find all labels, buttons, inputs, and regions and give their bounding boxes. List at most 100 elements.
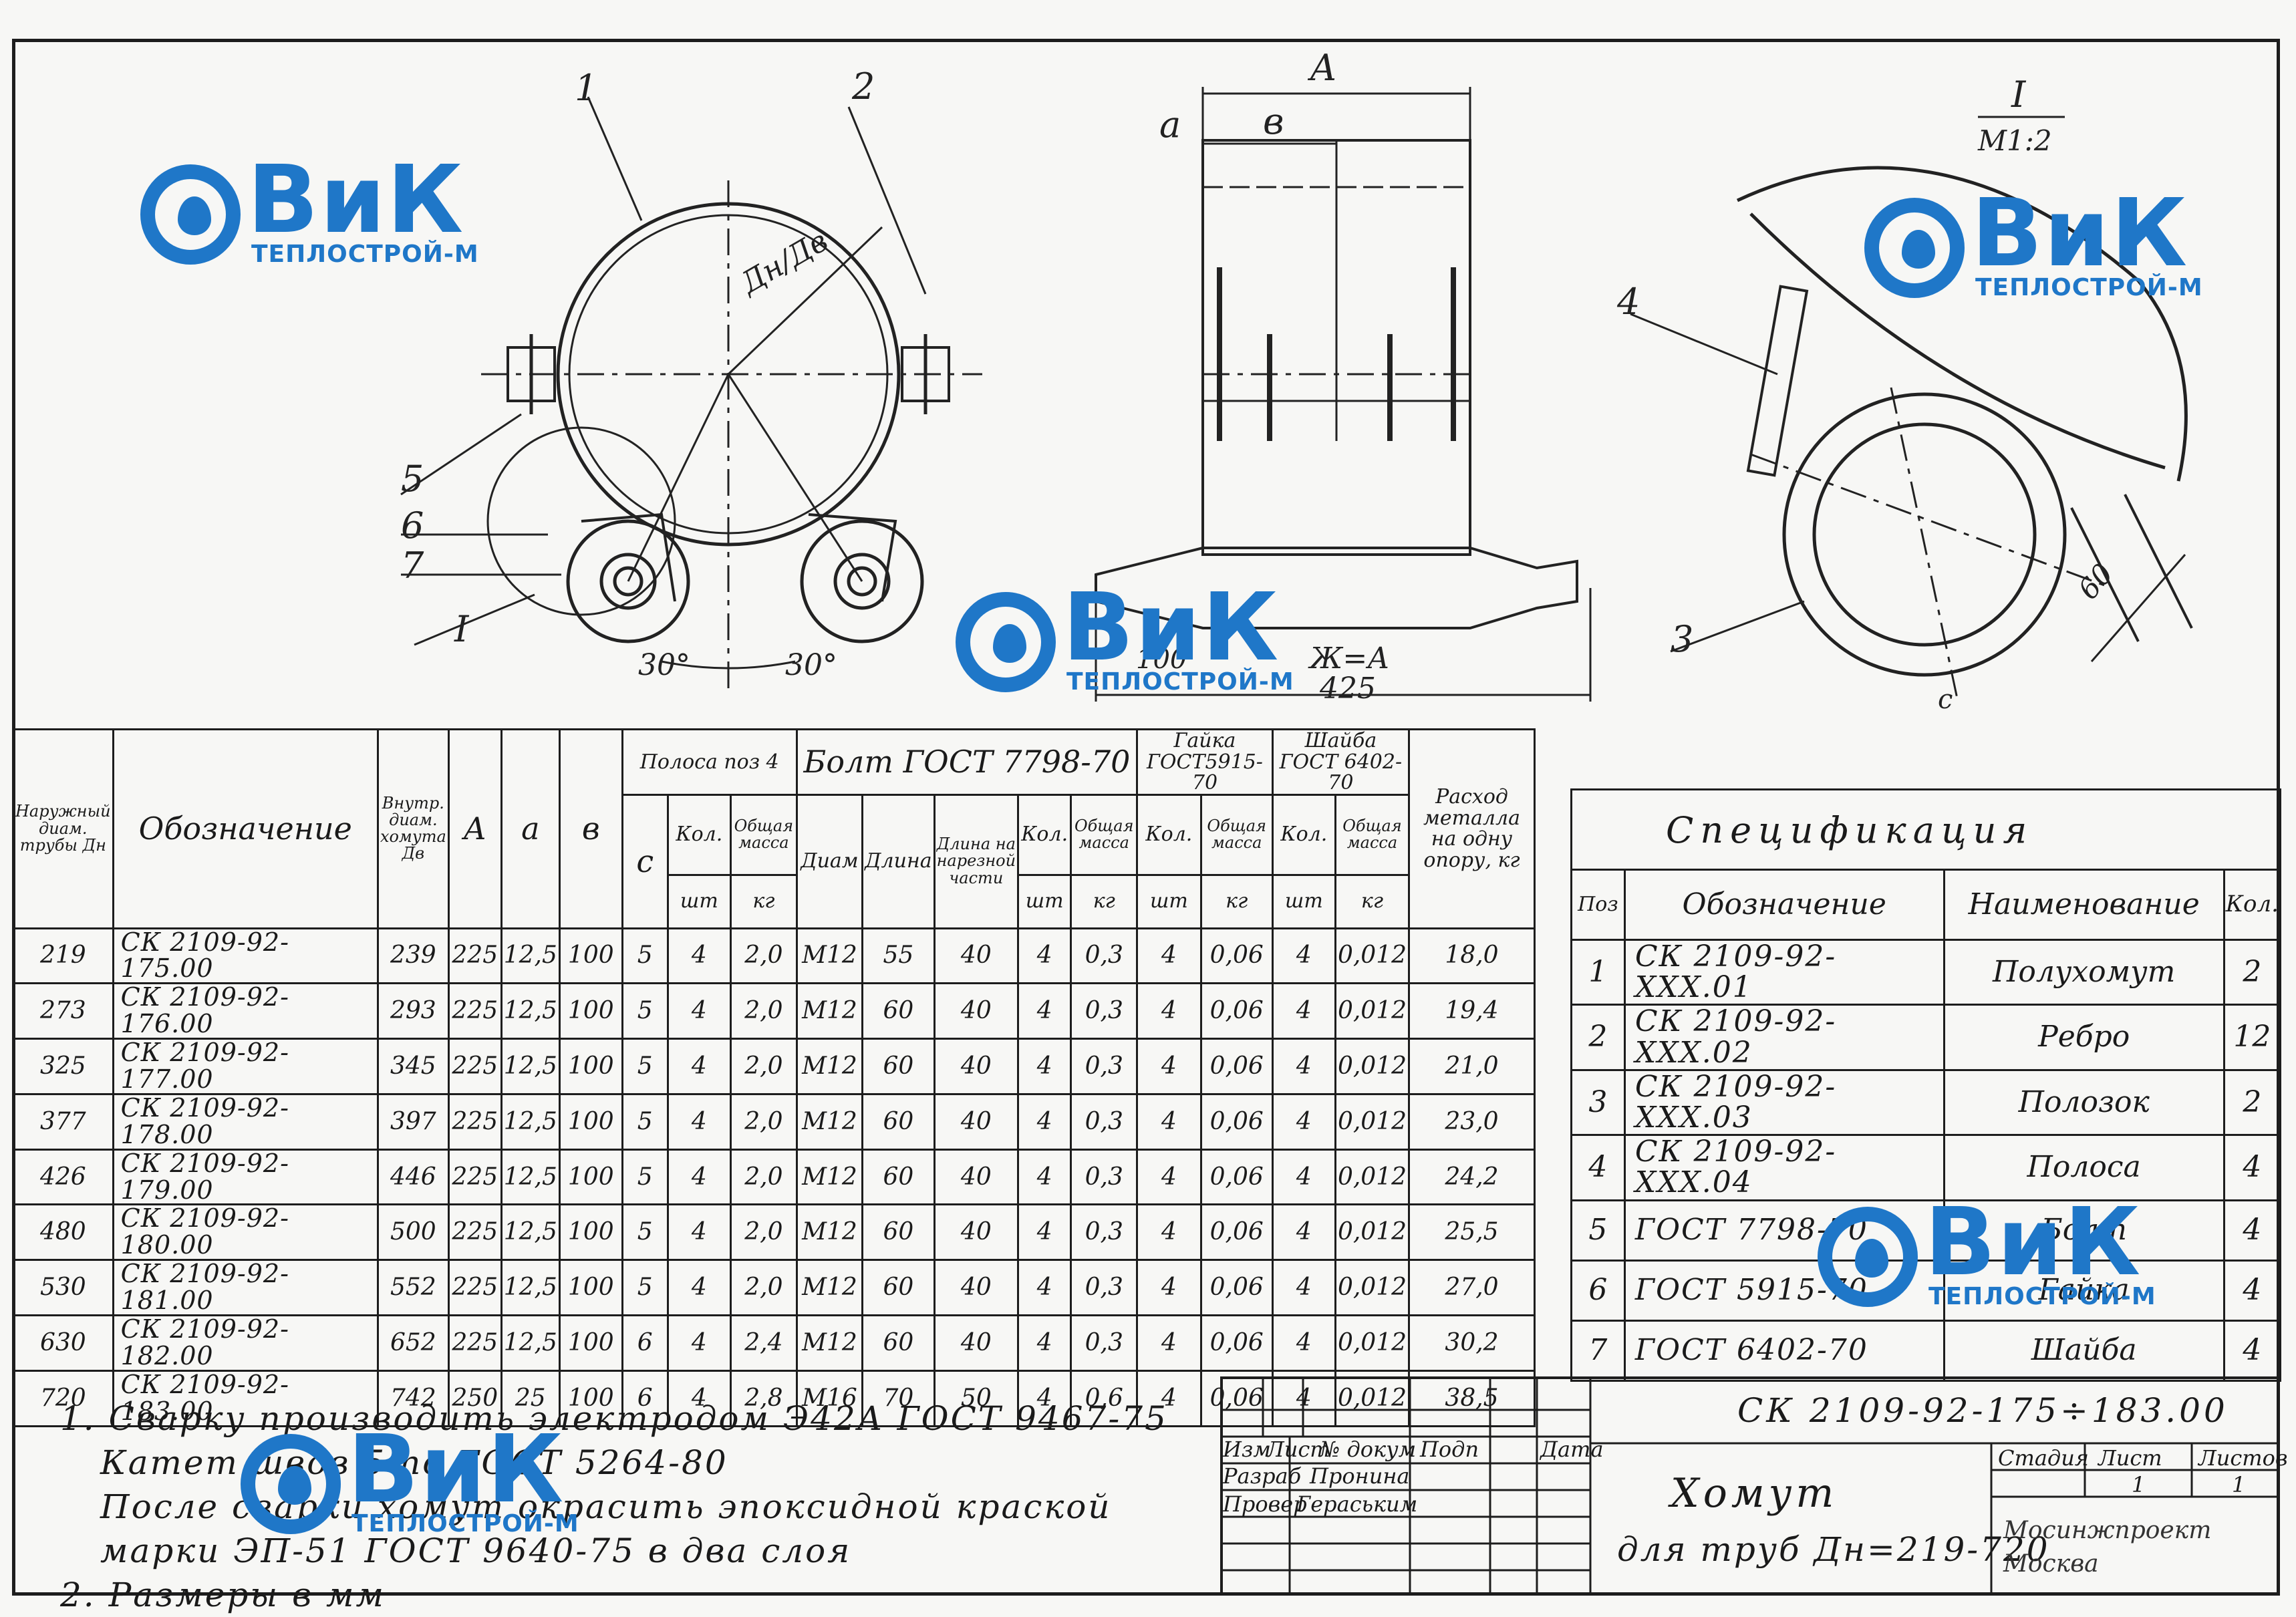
spec-cell: СК 2109-92-ХХХ.03 bbox=[1623, 1068, 1945, 1137]
header-inner-diam: Внутр. диам. хомута Дв bbox=[376, 728, 450, 929]
logo-sub: ТЕПЛОСТРОЙ-М bbox=[1066, 668, 1294, 696]
table-cell: М12 bbox=[795, 927, 864, 985]
table-cell: 0,3 bbox=[1070, 1314, 1139, 1372]
table-cell: М16 bbox=[795, 1369, 864, 1427]
table-cell: 12,5 bbox=[500, 1203, 561, 1262]
table-cell: М12 bbox=[795, 1038, 864, 1095]
table-cell: 273 bbox=[12, 982, 114, 1040]
table-cell: 325 bbox=[12, 1038, 114, 1095]
table-cell: СК 2109-92-179.00 bbox=[112, 1148, 379, 1206]
header-bolt-qty: Кол. bbox=[1017, 793, 1072, 876]
header-nut-mass: Общая масса bbox=[1199, 793, 1274, 876]
tb-col-izm: Изм bbox=[1223, 1437, 1271, 1462]
table-cell: 4 bbox=[1017, 1092, 1072, 1151]
logo-brand: ВиК bbox=[1971, 179, 2189, 288]
table-cell: 0,012 bbox=[1334, 927, 1411, 985]
table-cell: 4 bbox=[1271, 1203, 1336, 1262]
header-strip-mass: Общая масса bbox=[729, 793, 798, 876]
table-cell: 2,8 bbox=[729, 1369, 798, 1427]
dim-A: А bbox=[1307, 47, 1337, 89]
table-cell: 12,5 bbox=[500, 927, 561, 985]
table-cell: 40 bbox=[933, 1314, 1020, 1372]
header-washer: Шайба ГОСТ 6402-70 bbox=[1271, 728, 1411, 796]
table-cell: 100 bbox=[558, 1038, 623, 1095]
spec-cell: Полухомут bbox=[1943, 938, 2225, 1006]
unit-nut-pcs: шт bbox=[1136, 873, 1202, 929]
spec-cell: Шайба bbox=[1943, 1319, 2225, 1382]
spec-header-designation: Обозначение bbox=[1623, 869, 1945, 941]
dim-100: 100 bbox=[1136, 644, 1187, 675]
header-washer-mass: Общая масса bbox=[1334, 793, 1411, 876]
tb-sheets: Листов bbox=[2198, 1445, 2288, 1471]
table-cell: 4 bbox=[1271, 1038, 1336, 1095]
table-cell: 100 bbox=[558, 1148, 623, 1206]
dim-a: а bbox=[1159, 104, 1181, 146]
detail-title: I bbox=[2011, 74, 2027, 116]
table-cell: 4 bbox=[1271, 1092, 1336, 1151]
table-cell: 70 bbox=[861, 1369, 936, 1427]
table-cell: 5 bbox=[621, 1038, 669, 1095]
table-cell: СК 2109-92-183.00 bbox=[112, 1369, 379, 1427]
table-cell: 100 bbox=[558, 1369, 623, 1427]
table-cell: 2,0 bbox=[729, 1092, 798, 1151]
table-cell: 0,6 bbox=[1070, 1369, 1139, 1427]
table-cell: 0,012 bbox=[1334, 1092, 1411, 1151]
table-cell: 18,0 bbox=[1408, 927, 1536, 985]
table-cell: 27,0 bbox=[1408, 1259, 1536, 1316]
spec-cell: СК 2109-92-ХХХ.02 bbox=[1623, 1004, 1945, 1071]
angle-right: 30° bbox=[785, 648, 837, 682]
table-cell: 5 bbox=[621, 1148, 669, 1206]
table-cell: 5 bbox=[621, 1259, 669, 1316]
table-cell: 4 bbox=[1271, 1314, 1336, 1372]
header-a: а bbox=[500, 728, 561, 929]
unit-washer-pcs: шт bbox=[1271, 873, 1336, 929]
spec-cell: 5 bbox=[1570, 1199, 1626, 1262]
table-cell: 0,012 bbox=[1334, 982, 1411, 1040]
table-cell: 4 bbox=[1271, 927, 1336, 985]
table-cell: 4 bbox=[666, 1314, 732, 1372]
table-cell: 0,06 bbox=[1199, 982, 1274, 1040]
tb-stage: Стадия bbox=[1998, 1445, 2089, 1471]
water-drop-icon bbox=[241, 1433, 341, 1534]
table-cell: СК 2109-92-178.00 bbox=[112, 1092, 379, 1151]
dim-425: 425 bbox=[1319, 672, 1376, 706]
table-cell: 2,0 bbox=[729, 982, 798, 1040]
logo-brand: ВиК bbox=[247, 146, 465, 255]
spec-cell: 12 bbox=[2222, 1004, 2282, 1071]
table-cell: 0,012 bbox=[1334, 1203, 1411, 1262]
table-cell: СК 2109-92-181.00 bbox=[112, 1259, 379, 1316]
callout-5: 5 bbox=[401, 458, 424, 500]
table-cell: 2,4 bbox=[729, 1314, 798, 1372]
table-cell: 40 bbox=[933, 1148, 1020, 1206]
spec-title: Спецификация bbox=[1570, 788, 2281, 869]
table-cell: СК 2109-92-182.00 bbox=[112, 1314, 379, 1372]
table-cell: 12,5 bbox=[500, 1314, 561, 1372]
table-cell: 12,5 bbox=[500, 982, 561, 1040]
table-cell: 530 bbox=[12, 1259, 114, 1316]
table-cell: 60 bbox=[861, 1092, 936, 1151]
table-cell: 397 bbox=[376, 1092, 450, 1151]
detail-skid-inner bbox=[1812, 422, 2037, 647]
table-cell: 742 bbox=[376, 1369, 450, 1427]
table-cell: 377 bbox=[12, 1092, 114, 1151]
table-cell: 4 bbox=[1271, 982, 1336, 1040]
sizes-table: Наружный диам. трубы Дн Обозначение Внут… bbox=[12, 728, 1536, 1427]
table-cell: 25 bbox=[500, 1369, 561, 1427]
table-cell: 0,3 bbox=[1070, 1038, 1139, 1095]
table-cell: 60 bbox=[861, 1259, 936, 1316]
spec-cell: 6 bbox=[1570, 1259, 1626, 1322]
spec-cell: 2 bbox=[1570, 1004, 1626, 1071]
spec-cell: 4 bbox=[2222, 1199, 2282, 1262]
table-cell: 0,3 bbox=[1070, 1203, 1139, 1262]
table-cell: 4 bbox=[1136, 1259, 1202, 1316]
water-drop-icon bbox=[956, 591, 1056, 692]
header-b: в bbox=[558, 728, 623, 929]
table-cell: 293 bbox=[376, 982, 450, 1040]
table-cell: 55 bbox=[861, 927, 936, 985]
table-cell: 4 bbox=[1136, 927, 1202, 985]
table-cell: 0,06 bbox=[1199, 1038, 1274, 1095]
